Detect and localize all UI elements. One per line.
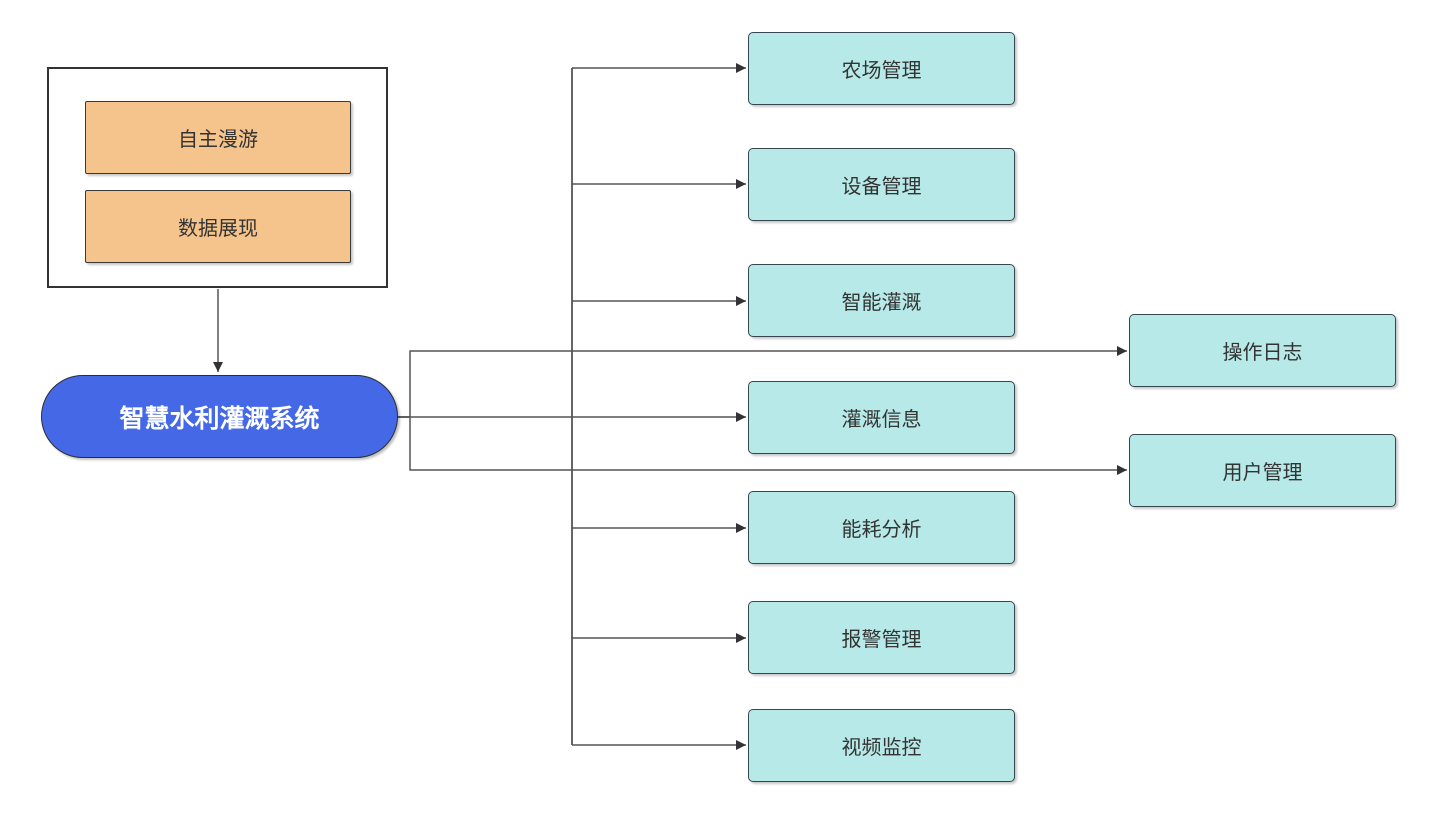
module-user-management: 用户管理 [1129, 434, 1396, 507]
module-smart-irrigation: 智能灌溉 [748, 264, 1015, 337]
feature-free-roam: 自主漫游 [85, 101, 351, 174]
module-alarm-management: 报警管理 [748, 601, 1015, 674]
module-farm-management: 农场管理 [748, 32, 1015, 105]
module-device-management: 设备管理 [748, 148, 1015, 221]
module-video-monitoring: 视频监控 [748, 709, 1015, 782]
module-energy-analysis: 能耗分析 [748, 491, 1015, 564]
module-irrigation-info: 灌溉信息 [748, 381, 1015, 454]
module-operation-log: 操作日志 [1129, 314, 1396, 387]
root-node-smart-irrigation-system: 智慧水利灌溉系统 [41, 375, 398, 458]
feature-data-display: 数据展现 [85, 190, 351, 263]
